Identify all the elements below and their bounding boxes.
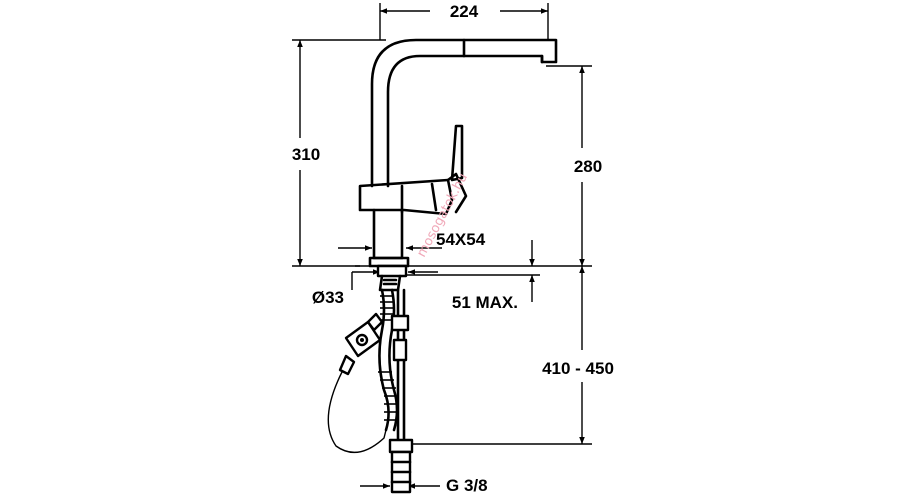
faucet-body	[358, 38, 558, 268]
dim-hose-length: 410 - 450	[542, 359, 614, 378]
installation-assembly	[327, 264, 414, 494]
dim-connection: G 3/8	[446, 476, 488, 495]
dim-hole-diameter: Ø33	[312, 288, 344, 307]
dim-spout-height: 280	[574, 157, 602, 176]
dim-max-thickness: 51 MAX.	[452, 293, 518, 312]
dim-spout-reach: 224	[450, 2, 479, 21]
dim-base-size: 54X54	[436, 230, 486, 249]
dim-total-height: 310	[292, 145, 320, 164]
